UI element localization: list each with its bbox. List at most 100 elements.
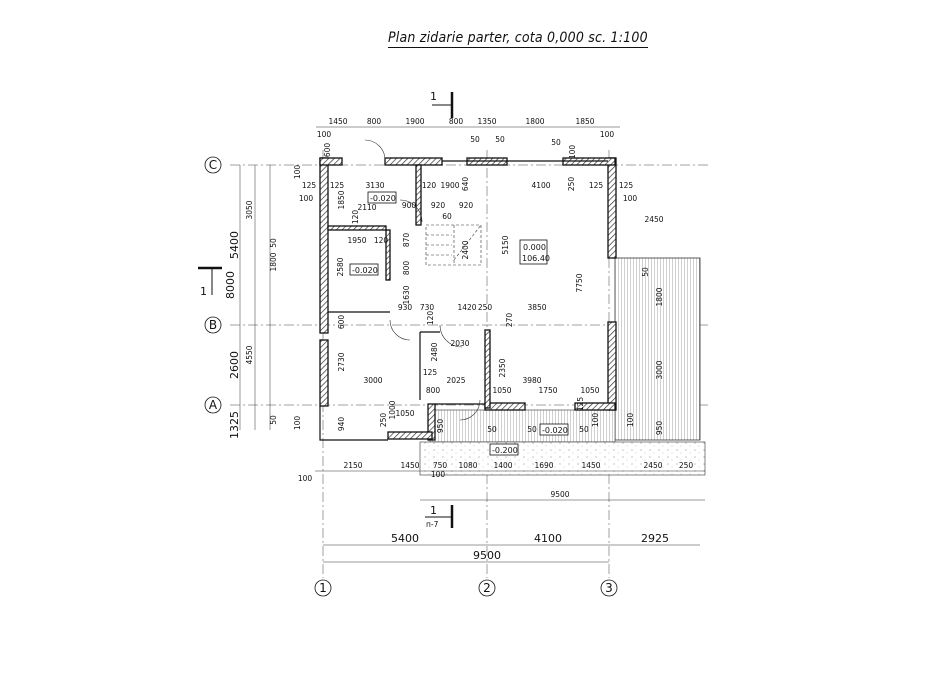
dim-text: 9500 — [550, 490, 569, 499]
axis-label-2: 2 — [483, 581, 491, 595]
dim-text: 8000 — [224, 271, 237, 299]
dim-text: 600 — [323, 143, 332, 158]
dim-text: 2110 — [357, 203, 376, 212]
dim-text: 900 — [402, 201, 417, 210]
dim-text: 100 — [600, 130, 615, 139]
terrace — [614, 257, 701, 441]
axis-label-a: A — [209, 398, 218, 412]
dim-text: 5150 — [501, 235, 510, 254]
dim-text: 50 — [551, 138, 561, 147]
dim-text: 2450 — [644, 215, 663, 224]
dim-text: 125 — [302, 181, 317, 190]
dim-text: 1450 — [328, 117, 347, 126]
dim-text: 250 — [478, 303, 493, 312]
dim-text: 940 — [337, 417, 346, 432]
axis-bubble-a — [204, 396, 222, 414]
dim-text: 120 — [422, 181, 437, 190]
dim-text: 50 — [641, 267, 650, 277]
level-tag: -0.200 — [492, 446, 518, 455]
axis-label-b: B — [209, 318, 217, 332]
dim-text: 100 — [299, 194, 314, 203]
dim-text: 1800 — [269, 252, 278, 271]
axis-bubble-3 — [600, 579, 618, 597]
dim-text: 800 — [367, 117, 382, 126]
axis-bubble-b — [204, 316, 222, 334]
dim-text: 3050 — [245, 200, 254, 219]
section-sheet: п-7 — [426, 520, 439, 529]
dim-text: 50 — [269, 415, 278, 425]
dim-text: 800 — [426, 386, 441, 395]
dim-text: 1690 — [534, 461, 553, 470]
section-number-bottom: 1 — [430, 504, 437, 517]
axis-bubble-c — [204, 156, 222, 174]
level-tag: -0.020 — [370, 194, 396, 203]
level-tag: -0.020 — [352, 266, 378, 275]
dim-text: 125 — [576, 397, 585, 412]
dim-text: 1950 — [347, 236, 366, 245]
dim-text: 800 — [449, 117, 464, 126]
drawing-title: Plan zidarie parter, cota 0,000 sc. 1:10… — [388, 30, 648, 48]
walls — [319, 157, 617, 441]
dim-text: 1450 — [581, 461, 600, 470]
section-mark-bottom — [425, 505, 454, 528]
dim-text: 3130 — [365, 181, 384, 190]
dim-text: 125 — [330, 181, 345, 190]
dim-text: 125 — [423, 368, 438, 377]
dim-text: 870 — [402, 233, 411, 248]
dim-text: 4550 — [245, 345, 254, 364]
dim-text: 950 — [655, 421, 664, 436]
dim-text: 120 — [374, 236, 389, 245]
dim-text: 1850 — [575, 117, 594, 126]
dim-text: 750 — [433, 461, 448, 470]
dim-text: 50 — [487, 425, 497, 434]
dim-text: 5400 — [228, 231, 241, 259]
dim-text: 50 — [269, 238, 278, 248]
dim-text: 1800 — [525, 117, 544, 126]
dim-text: 120 — [426, 311, 435, 326]
dim-text: 100 — [626, 413, 635, 428]
dim-text: 100 — [317, 130, 332, 139]
dim-text: 1080 — [458, 461, 477, 470]
dim-text: 1050 — [492, 386, 511, 395]
level-tag: 0.000 — [523, 243, 546, 252]
dim-text: 2400 — [461, 240, 470, 259]
dim-text: 1900 — [440, 181, 459, 190]
dim-text: 125 — [619, 181, 634, 190]
dim-text: 50 — [527, 425, 537, 434]
dim-text: 4100 — [531, 181, 550, 190]
dim-text: 920 — [431, 201, 446, 210]
axis-label-c: C — [209, 158, 217, 172]
dim-text: 250 — [567, 177, 576, 192]
dim-text: 270 — [505, 313, 514, 328]
dim-text: 930 — [398, 303, 413, 312]
dim-text: 50 — [470, 135, 480, 144]
section-mark-left — [198, 266, 222, 295]
section-number-top: 1 — [430, 90, 437, 103]
axis-dim-1-2: 5400 — [391, 532, 419, 545]
dim-text: 100 — [293, 165, 302, 180]
dim-text: 2025 — [446, 376, 465, 385]
section-number-left: 1 — [200, 285, 207, 298]
axis-dim-2-3: 4100 — [534, 532, 562, 545]
dim-text: 1400 — [493, 461, 512, 470]
dim-text: 120 — [351, 210, 360, 225]
dim-text: 2480 — [430, 342, 439, 361]
dim-text: 600 — [337, 315, 346, 330]
axis-bubble-2 — [478, 579, 496, 597]
axis-dim-3-terrace: 2925 — [641, 532, 669, 545]
dim-text: 1420 — [457, 303, 476, 312]
dim-text: 250 — [679, 461, 694, 470]
dim-text: 2730 — [337, 352, 346, 371]
level-tag: 106.40 — [522, 254, 550, 263]
dim-text: 50 — [579, 425, 589, 434]
dim-text: 1450 — [400, 461, 419, 470]
axis-label-3: 3 — [605, 581, 613, 595]
section-mark-top — [432, 92, 454, 118]
dim-text: 1750 — [538, 386, 557, 395]
dim-text: 100 — [431, 470, 446, 479]
dim-text: 250 — [379, 413, 388, 428]
dim-text: 1800 — [655, 287, 664, 306]
dim-text: 1050 — [395, 409, 414, 418]
dim-text: 50 — [495, 135, 505, 144]
